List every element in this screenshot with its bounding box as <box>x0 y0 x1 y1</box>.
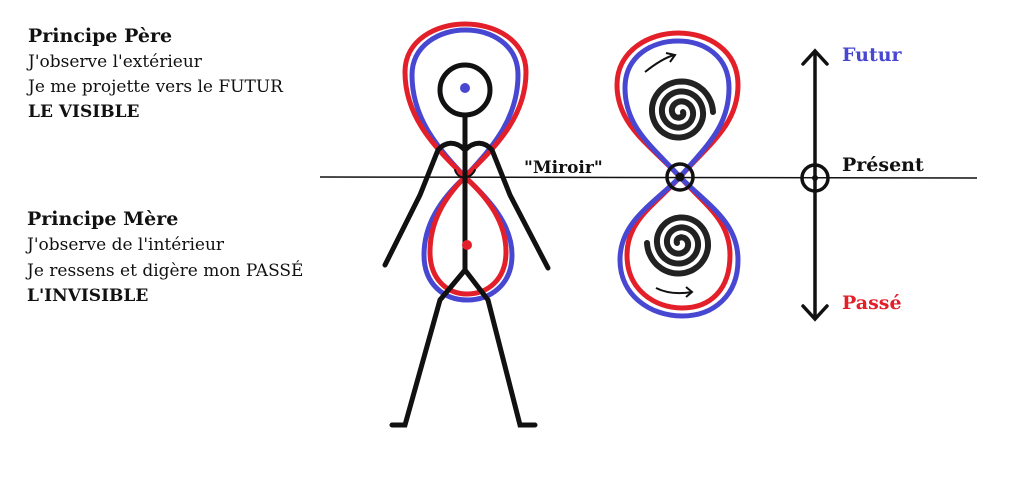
spiral-bottom-icon <box>644 214 711 277</box>
present-label: Présent <box>842 154 924 176</box>
spiral-top-icon <box>649 78 716 141</box>
mirror-node-icon <box>665 162 695 192</box>
mere-title: Principe Mère <box>27 208 179 230</box>
time-axis <box>800 48 830 322</box>
mere-line1: J'observe de l'intérieur <box>27 235 225 255</box>
pere-title: Principe Père <box>28 25 173 47</box>
futur-label: Futur <box>842 44 902 66</box>
arrow-bottom-icon <box>655 286 694 298</box>
pere-line2: Je me projette vers le FUTUR <box>28 77 283 97</box>
mirror-label: "Miroir" <box>524 158 603 178</box>
red-dot <box>462 240 472 250</box>
pere-line1: J'observe l'extérieur <box>28 52 202 72</box>
mere-line3: L'INVISIBLE <box>27 286 149 306</box>
figure-eight-red <box>402 21 529 297</box>
infinity-red <box>614 30 741 311</box>
mirror-line <box>319 176 978 179</box>
present-node-icon <box>800 163 830 193</box>
passe-label: Passé <box>842 292 902 314</box>
blue-dot <box>460 83 470 93</box>
arrow-top-icon <box>644 52 677 73</box>
present-node-dot <box>812 175 818 181</box>
mirror-node-dot <box>675 172 685 182</box>
mere-line2: Je ressens et digère mon PASSÉ <box>27 261 304 281</box>
pere-line3: LE VISIBLE <box>28 102 140 122</box>
